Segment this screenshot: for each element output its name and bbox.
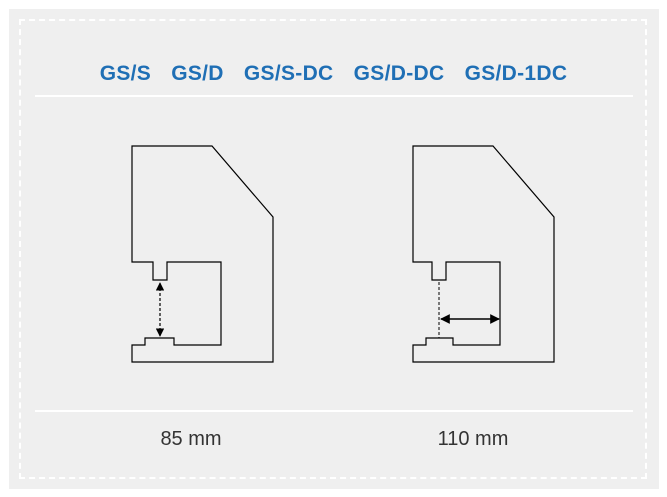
- right-measurement: 110 mm: [437, 428, 509, 450]
- model-gs-d-1dc: GS/D-1DC: [464, 62, 568, 85]
- model-gs-d-dc: GS/D-DC: [353, 62, 445, 85]
- model-gs-s: GS/S: [99, 62, 152, 85]
- left-press-frame: [131, 145, 274, 363]
- right-frame-outline: [412, 145, 555, 363]
- left-measurement: 85 mm: [160, 428, 222, 450]
- model-list: GS/S GS/D GS/S-DC GS/D-DC GS/D-1DC: [0, 62, 667, 86]
- right-press-frame: [412, 145, 555, 363]
- background-panel: [9, 9, 659, 489]
- dashed-frame: [19, 19, 647, 479]
- left-frame-outline: [131, 145, 274, 363]
- bottom-divider: [35, 410, 633, 412]
- top-divider: [35, 95, 633, 97]
- model-gs-s-dc: GS/S-DC: [243, 62, 334, 85]
- model-gs-d: GS/D: [171, 62, 224, 85]
